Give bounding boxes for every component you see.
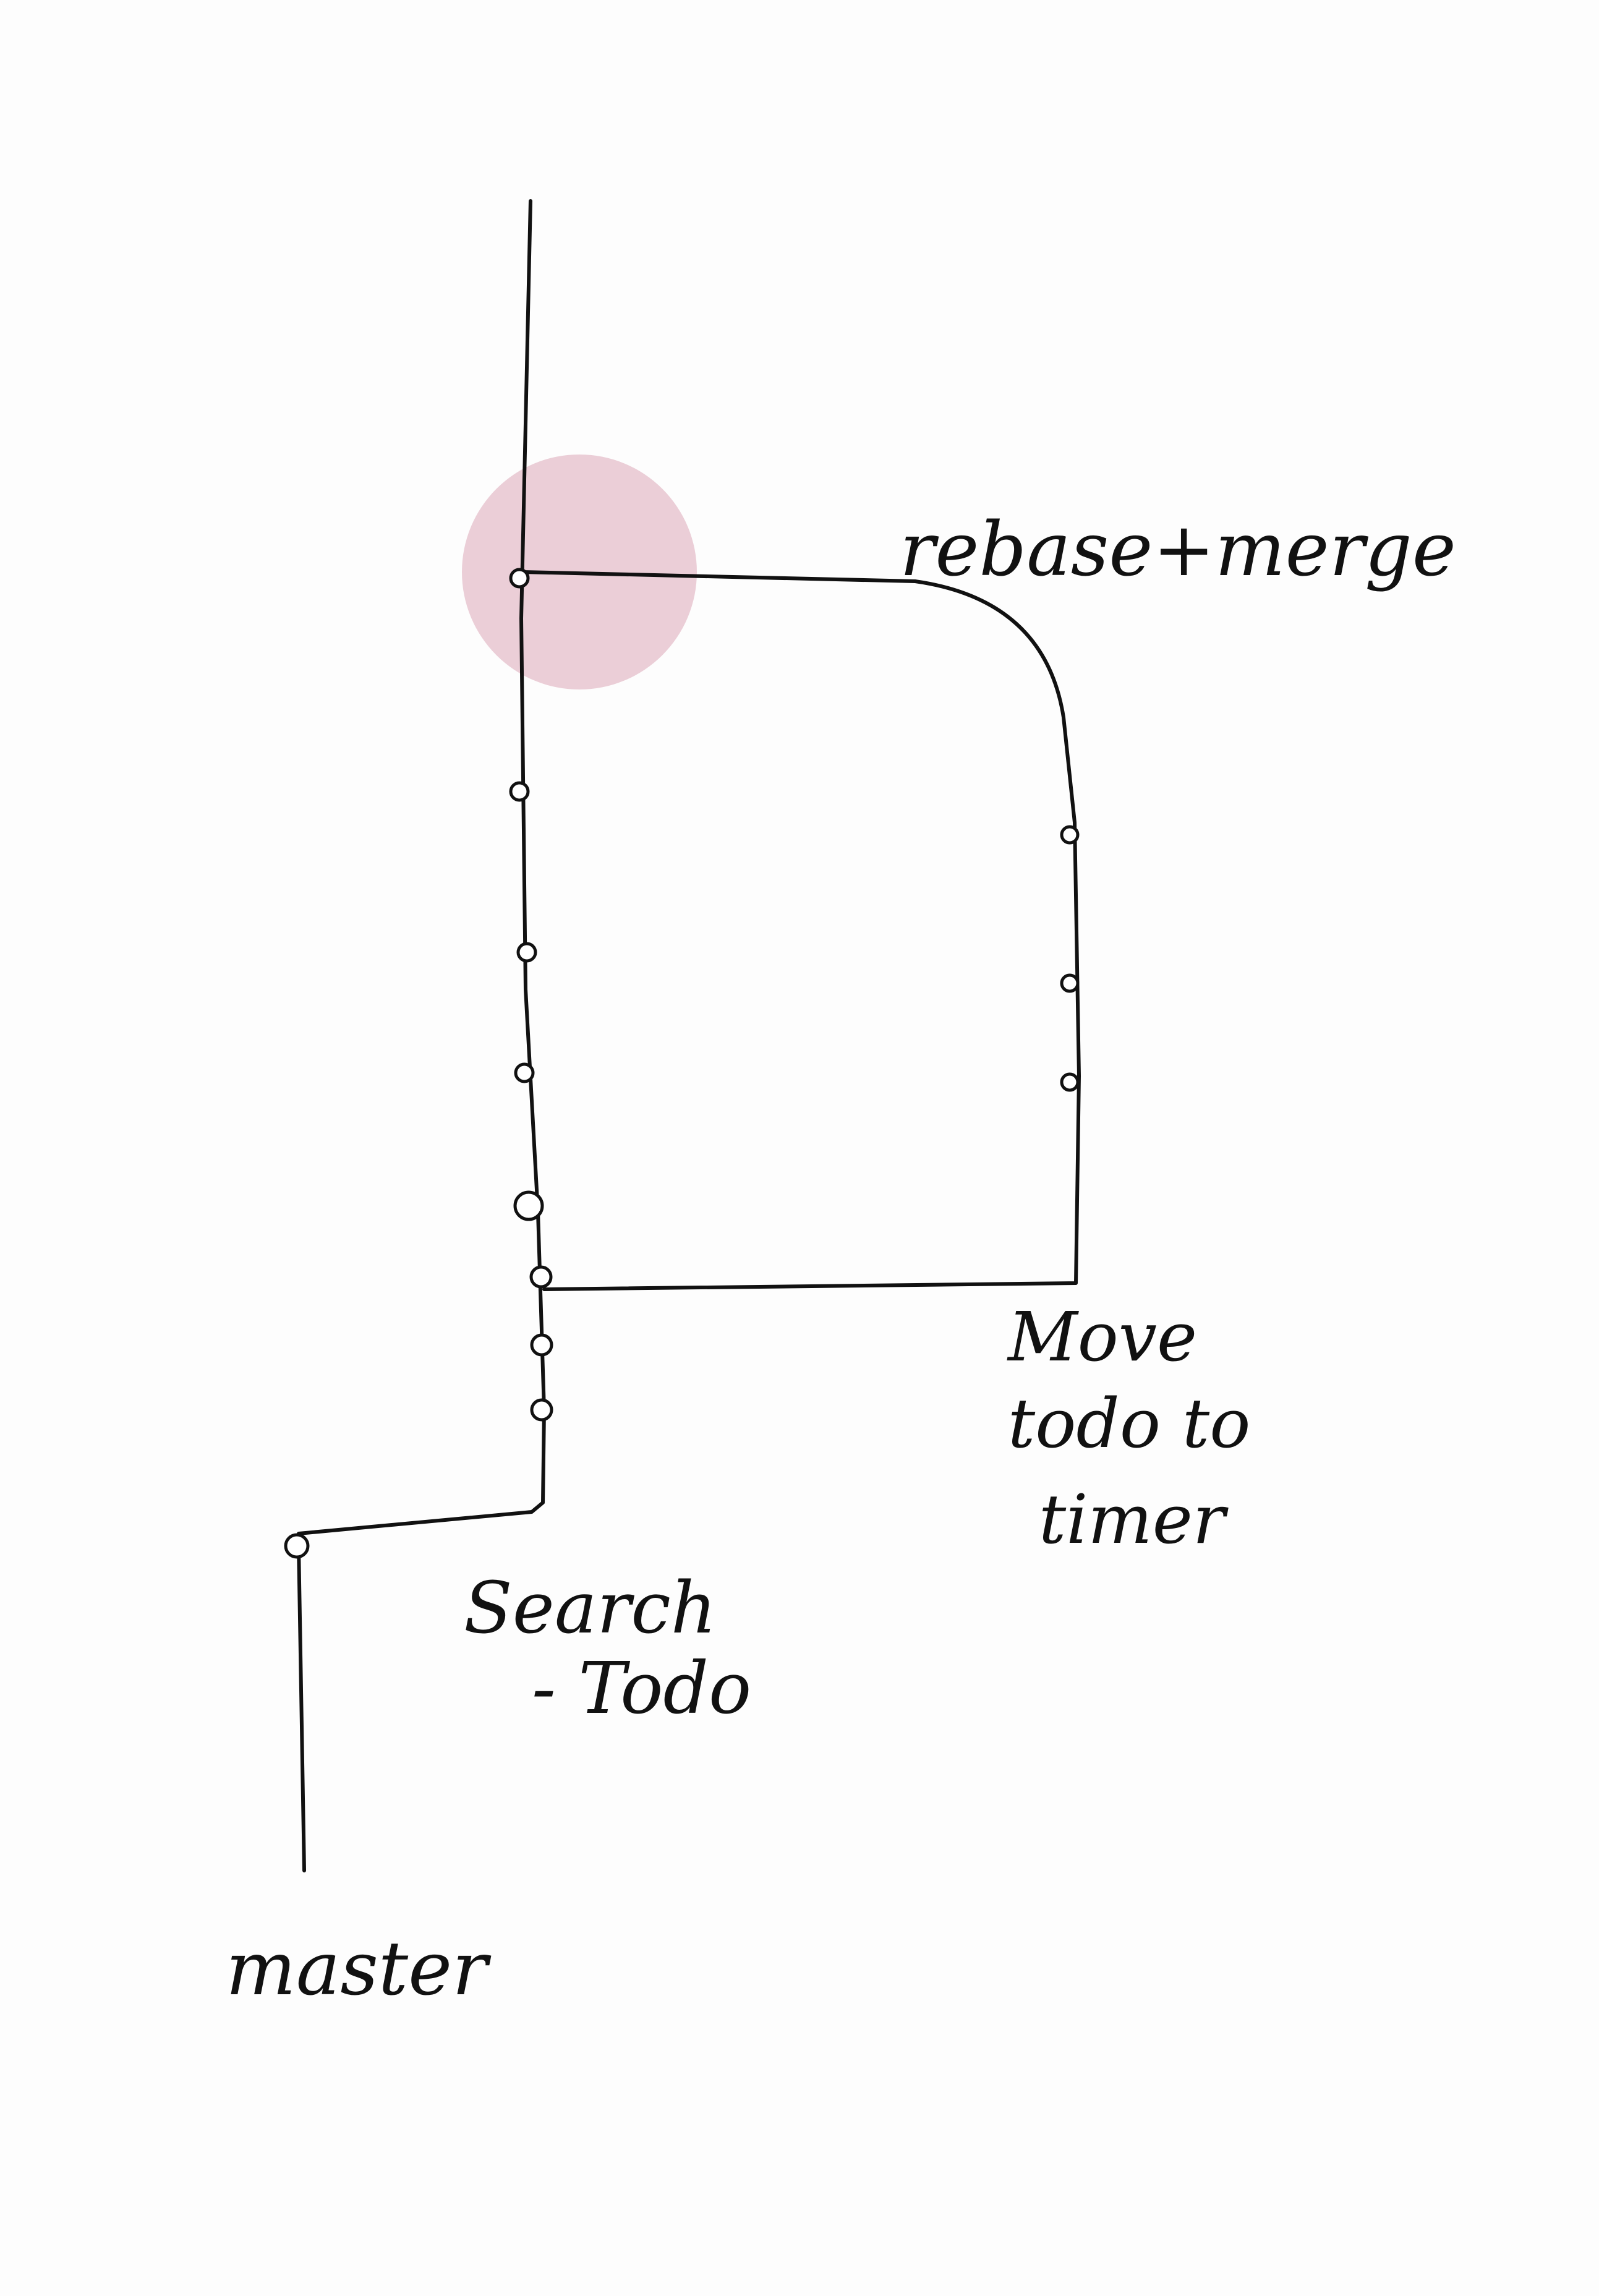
move-todo-label-line3: timer xyxy=(1039,1480,1229,1559)
rebase-merge-label: rebase+merge xyxy=(900,507,1456,593)
commit-node xyxy=(513,1190,544,1221)
commit-node xyxy=(514,1062,535,1083)
move-todo-branch-line xyxy=(521,570,1081,1291)
move-todo-label-line1: Move xyxy=(1007,1297,1197,1376)
search-todo-label-line2: - Todo xyxy=(532,1647,751,1730)
merge-commit-node xyxy=(509,568,530,589)
commit-node xyxy=(530,1398,553,1422)
master-label: master xyxy=(226,1926,492,2012)
commit-node xyxy=(1060,1072,1080,1092)
commit-node xyxy=(1060,973,1080,993)
commit-node xyxy=(509,781,530,802)
search-todo-label-line1: Search xyxy=(464,1567,717,1650)
master-commit-node xyxy=(284,1533,310,1559)
move-todo-label-line2: todo to xyxy=(1008,1384,1250,1463)
commit-node xyxy=(1060,825,1080,845)
commit-node xyxy=(530,1333,553,1357)
commit-node xyxy=(529,1265,553,1289)
search-todo-branch-line xyxy=(519,199,546,1412)
master-branch-line xyxy=(297,1544,306,1872)
commit-node xyxy=(516,942,537,963)
search-todo-branch-connector xyxy=(297,1408,546,1535)
